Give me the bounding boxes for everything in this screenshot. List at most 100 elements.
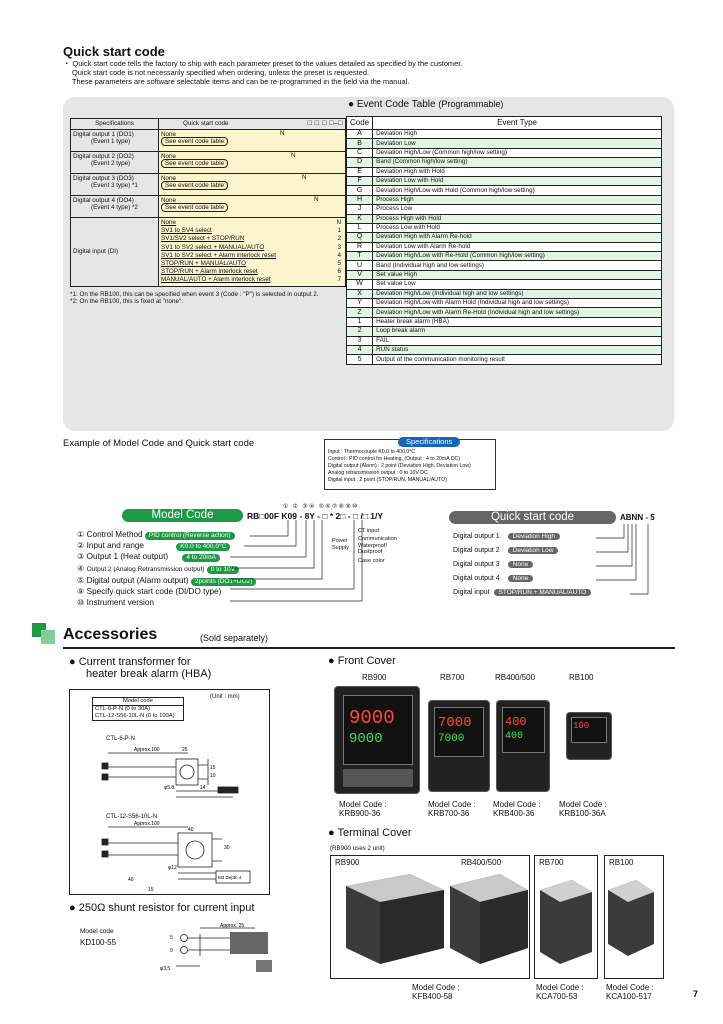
side-label: Waterproof/ Dustproof (358, 543, 388, 555)
ct1-name: CTL-6-P-N (106, 736, 136, 742)
qs-item: Digital output 4 None (453, 574, 591, 588)
di-opt: STOP/RUN + MANUAL/AUTO (161, 259, 246, 267)
front-code: Model Code :KRB700-36 (428, 800, 476, 818)
model-item-pill: 4 to 20mA (182, 554, 221, 563)
di-code: 2 (337, 235, 341, 243)
bullet-icon: ● (328, 655, 335, 667)
dim-label: 15 (210, 765, 216, 771)
dim-label: φ12 (168, 865, 177, 871)
do3-event: (Event 3 type) *1 (91, 182, 138, 189)
terminal-box-1: RB900 RB400/500 (330, 855, 530, 979)
spec-line: Control : PID control for Heating, (Outp… (328, 456, 461, 462)
event-code: Q (345, 232, 374, 243)
dim-label: 40 (188, 827, 194, 833)
event-code: 3 (345, 335, 374, 347)
code-boxes: □ □ □ □–□ (307, 120, 343, 127)
bullet-icon: ● (348, 99, 355, 110)
qs-item: Digital input STOP/RUN + MANUAL/AUTO (453, 588, 592, 602)
event-code: R (345, 241, 374, 253)
model-item: ③ Output 1 (Heat output) 4 to 20mA (77, 551, 256, 563)
spec-summary-box: Input : Thermocouple K0.0 to 400.0°C Con… (324, 439, 496, 490)
qs-header-cell: Quick start code □ □ □ □–□ (158, 118, 346, 130)
page-number: 7 (693, 989, 699, 999)
qs-item: Digital output 2 Deviation Low (453, 546, 591, 560)
di-opt: SV1/SV2 select + STOP/RUN (161, 235, 245, 243)
ct-drawing-box: (Unit : mm) Model code CTL-6-P-N (0 to 3… (69, 689, 270, 895)
section-square-icon (41, 630, 55, 644)
accessories-rule (63, 647, 675, 649)
spec-line: Input : Thermocouple K0.0 to 400.0°C (328, 449, 416, 455)
event-type: Deviation High/Low with Alarm Re-Hold (I… (372, 307, 662, 318)
terminal-box-3: RB100 (604, 855, 664, 979)
event-code: 5 (345, 354, 374, 365)
dim-label: 14 (200, 785, 206, 791)
spec-pill: Specifications (398, 437, 461, 447)
dim-label: Approx.100 (134, 747, 160, 753)
model-code-connectors (230, 520, 363, 602)
event-code: U (345, 260, 374, 271)
event-type: Deviation High with Alarm Re-hold (372, 232, 662, 243)
event-type: Heater break alarm (HBA) (372, 316, 662, 328)
terminal-box-2: RB700 (534, 855, 598, 979)
event-type: Deviation High with Hold (372, 166, 662, 177)
ct2-name: CTL-12-S56-10L-N (106, 814, 158, 820)
event-type: Deviation High/Low with Alarm Hold (Indi… (372, 298, 662, 309)
event-table-title-wrap: ● Event Code Table (Programmable) (348, 99, 503, 110)
event-type: Band (Individual high and low settings) (372, 260, 662, 271)
rb400-cover-image: 400 400 (496, 700, 550, 792)
qs-code-bar: Quick start code (449, 511, 616, 524)
event-code: C (345, 147, 374, 159)
terminal-model: RB700 (539, 858, 564, 867)
spec-table: Specifications Quick start code □ □ □ □–… (70, 118, 346, 287)
dim-label: 9 (170, 948, 173, 954)
model-item: ⑩ Instrument version (77, 598, 154, 608)
power-supply-label: Power Supply (332, 538, 349, 551)
quick-start-title: Quick start code (63, 44, 165, 59)
di-code: 3 (337, 243, 341, 251)
di-row: SV1/SV2 select + STOP/RUN 2 (161, 235, 341, 243)
di-opt: MANUAL/AUTO + Alarm interlock reset (161, 276, 271, 284)
event-code: V (345, 269, 374, 281)
event-type: Process High (372, 194, 662, 206)
side-labels: CT input Communication Waterproof/ Dustp… (358, 528, 397, 566)
dim-label: 30 (224, 845, 230, 851)
accessories-subtitle: (Sold separately) (200, 633, 269, 643)
model-item-pill: 2points (DO1+DO2) (190, 577, 257, 586)
side-label: CT input (358, 528, 380, 534)
do2-label: Digital output 2 (DO2) (73, 153, 134, 160)
model-item: ⑨ Specify quick start code (DI/DO type) (77, 587, 222, 597)
di-code: 5 (337, 259, 341, 267)
spec-line: Analog retransmission output : 0 to 10V … (328, 470, 428, 476)
terminal-code: Model Code :KFB400-58 (412, 983, 460, 1001)
do4-mark: N (314, 196, 319, 203)
do4-opt-none: None (161, 197, 177, 204)
do1-opt-see: See event code table (161, 137, 229, 146)
model-item: ④ Output 2 (Analog Retransmission output… (77, 563, 256, 575)
event-code: H (345, 194, 374, 206)
qs-items: Digital output 1 Deviation High Digital … (453, 532, 592, 602)
di-opt: SV1 to SV2 select + Alarm interlock rese… (161, 251, 276, 259)
model-item: ⑤ Digital output (Alarm output) 2points … (77, 575, 257, 586)
side-label: Communication (358, 535, 397, 542)
rb900-cover-image: 9000 9000 (334, 686, 420, 794)
spec-table-wrap: Specifications Quick start code □ □ □ □–… (70, 118, 346, 306)
model-items: ① Control Method PID control (Reverse ac… (77, 529, 257, 608)
do2-opt-see: See event code table (161, 159, 229, 168)
do2-opt-none: None (161, 153, 177, 160)
event-code: E (345, 166, 374, 177)
do3-mark: N (302, 174, 307, 181)
front-code: Model Code :KRB100-36A (559, 800, 607, 818)
event-type: FAIL (372, 335, 662, 347)
